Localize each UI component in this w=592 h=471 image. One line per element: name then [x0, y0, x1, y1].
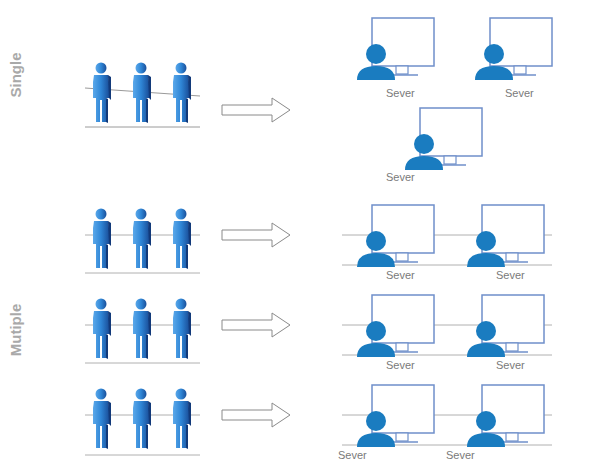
server-label: Sever [386, 269, 415, 282]
server-label: Sever [338, 449, 367, 462]
server-label: Sever [386, 171, 415, 184]
server-label: Sever [496, 269, 525, 282]
server-label: Sever [386, 359, 415, 372]
server-label: Sever [386, 87, 415, 100]
server-label: Sever [446, 449, 475, 462]
server-label: Sever [496, 359, 525, 372]
section-label: Single [7, 52, 25, 97]
server-label: Sever [505, 87, 534, 100]
section-label: Mutiple [7, 304, 25, 357]
